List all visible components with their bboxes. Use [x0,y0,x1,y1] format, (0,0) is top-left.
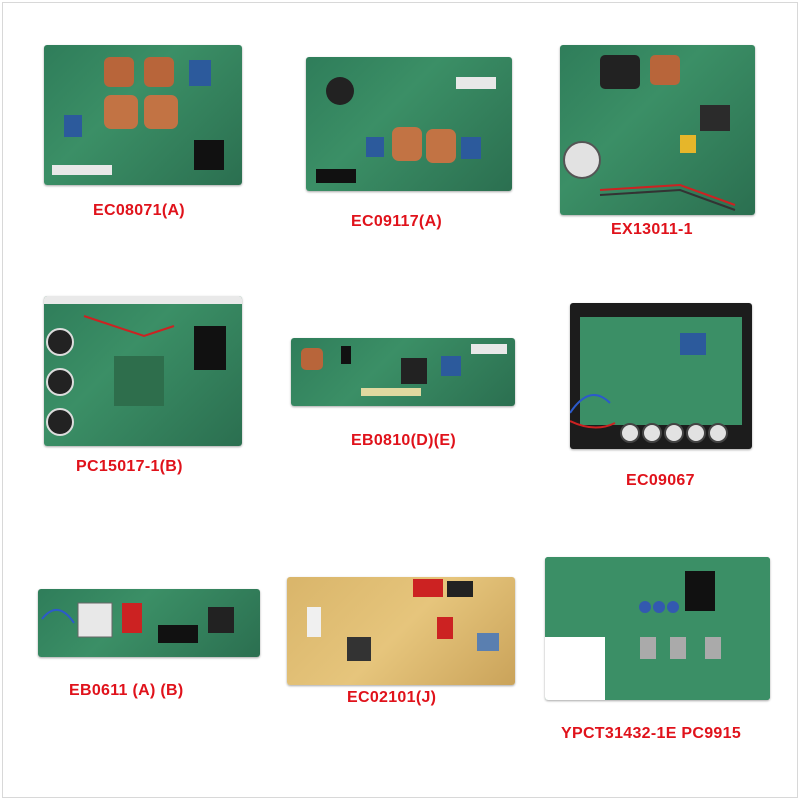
board-label-5: EB0810(D)(E) [351,432,456,449]
board-components-6 [570,317,742,443]
circuit-board-photo-8 [287,577,515,685]
board-components-4 [44,296,242,436]
circuit-board-photo-7 [38,589,260,657]
board-label-7: EB0611 (A) (B) [69,682,184,699]
board-label-1: EC08071(A) [93,202,185,219]
board-components-3 [563,55,736,211]
circuit-board-photo-5 [291,338,515,406]
circuit-board-photo-3 [560,45,755,215]
board-components-7 [41,602,234,643]
board-label-8: EC02101(J) [347,689,437,706]
circuit-board-photo-1 [44,45,242,185]
circuit-board-photo-9 [545,557,770,700]
circuit-board-photo-6 [570,303,752,449]
board-components-5 [301,344,507,396]
board-components-1 [52,57,224,175]
board-label-3: EX13011-1 [611,221,693,238]
circuit-board-photo-2 [306,57,512,191]
board-label-9: YPCT31432-1E PC9915 [561,725,742,742]
board-components-2 [316,77,496,183]
board-label-6: EC09067 [626,472,695,489]
board-label-2: EC09117(A) [351,213,443,230]
board-components-9 [545,557,770,700]
circuit-board-photo-4 [44,296,242,446]
board-components-8 [307,579,499,661]
board-label-4: PC15017-1(B) [76,458,183,475]
